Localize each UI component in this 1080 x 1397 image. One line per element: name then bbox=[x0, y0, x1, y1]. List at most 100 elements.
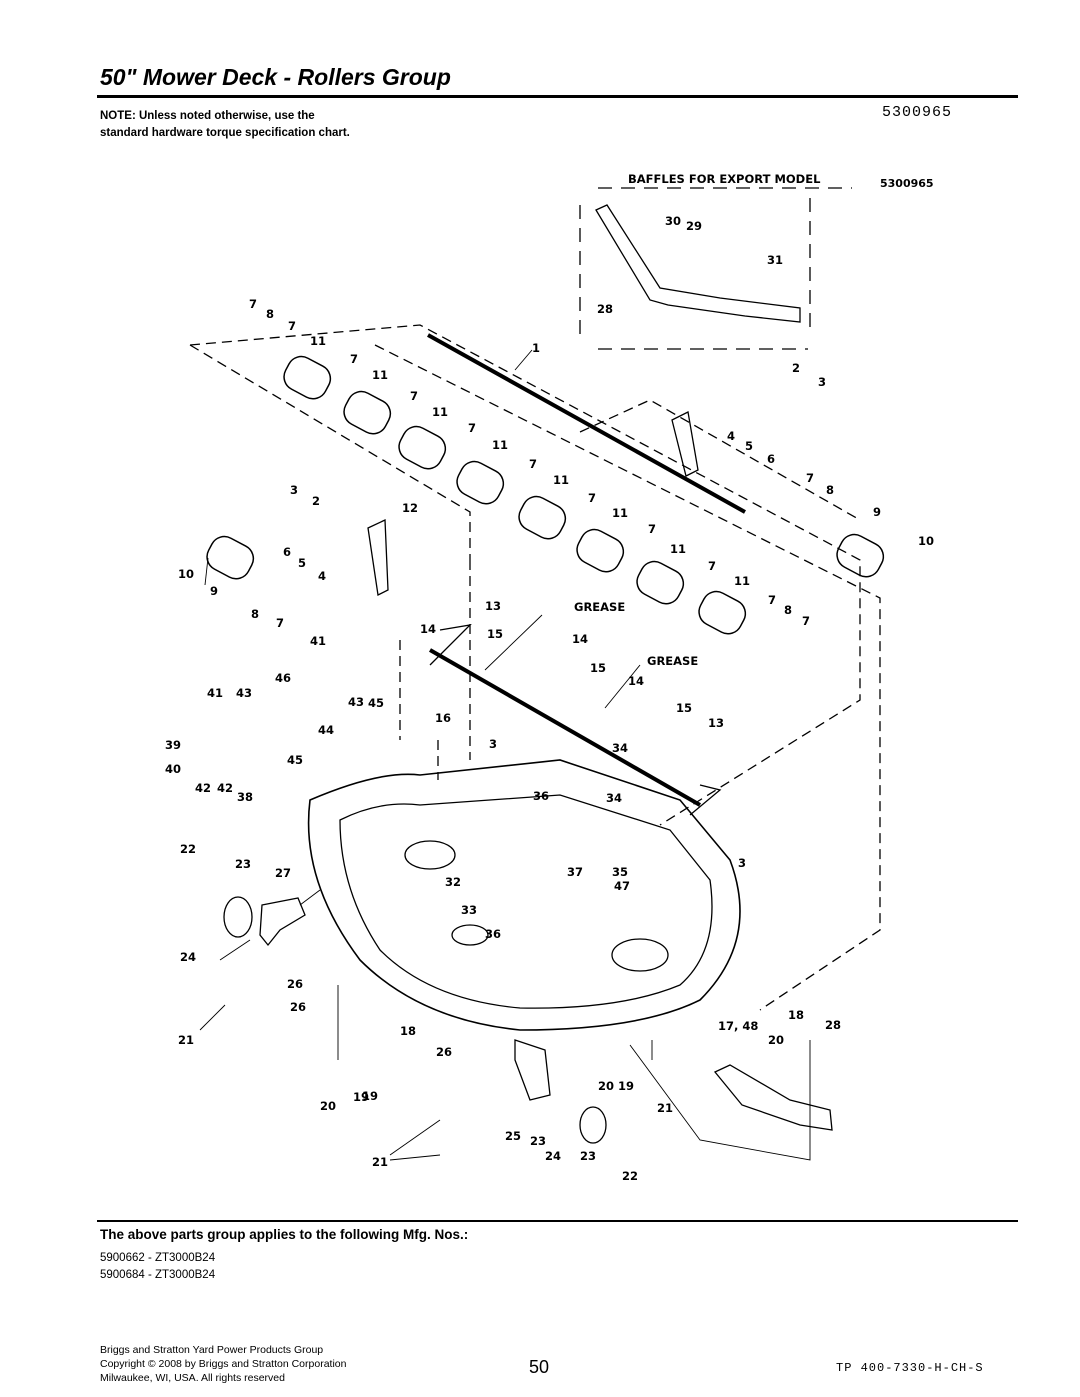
svg-text:14: 14 bbox=[572, 632, 588, 646]
svg-text:9: 9 bbox=[873, 505, 881, 519]
inset-frame bbox=[579, 187, 852, 350]
roller-shaft bbox=[427, 333, 746, 514]
svg-text:5: 5 bbox=[745, 439, 753, 453]
svg-text:44: 44 bbox=[318, 723, 334, 737]
svg-text:12: 12 bbox=[402, 501, 418, 515]
svg-text:6: 6 bbox=[767, 452, 775, 466]
footer-location: Milwaukee, WI, USA. All rights reserved bbox=[100, 1372, 285, 1384]
parts-diagram: BAFFLES FOR EXPORT MODEL 5300965 30 29 3… bbox=[165, 172, 934, 1183]
svg-text:3: 3 bbox=[489, 737, 497, 751]
svg-text:24: 24 bbox=[180, 950, 196, 964]
svg-text:40: 40 bbox=[165, 762, 181, 776]
svg-text:11: 11 bbox=[492, 438, 508, 452]
grease-labels: GREASE GREASE bbox=[574, 600, 698, 668]
svg-text:2: 2 bbox=[312, 494, 320, 508]
svg-text:1: 1 bbox=[532, 341, 540, 355]
svg-text:7: 7 bbox=[350, 352, 358, 366]
svg-text:4: 4 bbox=[318, 569, 326, 583]
rollers bbox=[206, 355, 885, 635]
page-title: 50" Mower Deck - Rollers Group bbox=[100, 64, 451, 90]
svg-text:36: 36 bbox=[485, 927, 501, 941]
svg-text:7: 7 bbox=[588, 491, 596, 505]
svg-text:15: 15 bbox=[487, 627, 503, 641]
svg-text:28: 28 bbox=[597, 302, 613, 316]
svg-text:25: 25 bbox=[505, 1129, 521, 1143]
svg-text:45: 45 bbox=[368, 696, 384, 710]
svg-text:19: 19 bbox=[618, 1079, 634, 1093]
svg-text:26: 26 bbox=[287, 977, 303, 991]
svg-text:38: 38 bbox=[237, 790, 253, 804]
doc-number: 5300965 bbox=[882, 104, 953, 121]
svg-text:16: 16 bbox=[435, 711, 451, 725]
svg-text:7: 7 bbox=[708, 559, 716, 573]
callout-labels: 1 2 3 4 5 6 7 8 9 10 11 12 13 14 15 16 1… bbox=[165, 334, 934, 1143]
svg-text:34: 34 bbox=[612, 741, 628, 755]
svg-text:3: 3 bbox=[290, 483, 298, 497]
title-rule bbox=[97, 95, 1018, 98]
left-bracket bbox=[367, 518, 389, 596]
svg-text:23: 23 bbox=[580, 1149, 596, 1163]
wheel-left bbox=[223, 896, 253, 938]
svg-text:8: 8 bbox=[784, 603, 792, 617]
svg-text:26: 26 bbox=[436, 1045, 452, 1059]
svg-text:42: 42 bbox=[217, 781, 233, 795]
mfg-item: 5900684 - ZT3000B24 bbox=[100, 1269, 216, 1281]
svg-text:23: 23 bbox=[235, 857, 251, 871]
svg-text:31: 31 bbox=[767, 253, 783, 267]
svg-text:6: 6 bbox=[283, 545, 291, 559]
footer-info: Briggs and Stratton Yard Power Products … bbox=[100, 1343, 346, 1385]
svg-text:47: 47 bbox=[614, 879, 630, 893]
svg-text:21: 21 bbox=[178, 1033, 194, 1047]
svg-text:23: 23 bbox=[530, 1134, 546, 1148]
page-number: 50 bbox=[529, 1357, 550, 1377]
doc-code: TP 400-7330-H-CH-S bbox=[836, 1361, 984, 1375]
applies-heading: The above parts group applies to the fol… bbox=[100, 1227, 469, 1242]
right-bracket bbox=[671, 411, 699, 477]
mower-deck bbox=[307, 759, 741, 1031]
deck-frame bbox=[189, 324, 881, 1011]
svg-text:7: 7 bbox=[529, 457, 537, 471]
svg-text:GREASE: GREASE bbox=[574, 600, 625, 614]
footer-company: Briggs and Stratton Yard Power Products … bbox=[100, 1344, 324, 1356]
svg-text:20: 20 bbox=[768, 1033, 784, 1047]
svg-text:11: 11 bbox=[372, 368, 388, 382]
svg-text:11: 11 bbox=[734, 574, 750, 588]
svg-text:GREASE: GREASE bbox=[647, 654, 698, 668]
svg-text:29: 29 bbox=[686, 219, 702, 233]
svg-text:41: 41 bbox=[207, 686, 223, 700]
svg-text:8: 8 bbox=[826, 483, 834, 497]
svg-text:3: 3 bbox=[738, 856, 746, 870]
svg-text:27: 27 bbox=[275, 866, 291, 880]
svg-text:7: 7 bbox=[768, 593, 776, 607]
svg-text:2: 2 bbox=[792, 361, 800, 375]
svg-text:41: 41 bbox=[310, 634, 326, 648]
svg-text:19: 19 bbox=[362, 1089, 378, 1103]
svg-text:7: 7 bbox=[468, 421, 476, 435]
svg-text:7: 7 bbox=[806, 471, 814, 485]
svg-text:43: 43 bbox=[236, 686, 252, 700]
svg-text:11: 11 bbox=[612, 506, 628, 520]
svg-text:11: 11 bbox=[670, 542, 686, 556]
torque-note: NOTE: Unless noted otherwise, use the st… bbox=[100, 110, 350, 139]
svg-text:42: 42 bbox=[195, 781, 211, 795]
svg-text:18: 18 bbox=[788, 1008, 804, 1022]
svg-text:7: 7 bbox=[410, 389, 418, 403]
svg-text:17, 48: 17, 48 bbox=[718, 1019, 758, 1033]
svg-text:19: 19 bbox=[353, 1090, 369, 1104]
svg-text:22: 22 bbox=[622, 1169, 638, 1183]
svg-text:34: 34 bbox=[606, 791, 622, 805]
mfg-item: 5900662 - ZT3000B24 bbox=[100, 1252, 216, 1264]
svg-text:15: 15 bbox=[590, 661, 606, 675]
svg-text:11: 11 bbox=[553, 473, 569, 487]
svg-text:30: 30 bbox=[665, 214, 681, 228]
svg-text:36: 36 bbox=[533, 789, 549, 803]
svg-text:9: 9 bbox=[210, 584, 218, 598]
svg-text:7: 7 bbox=[288, 319, 296, 333]
mfg-list: 5900662 - ZT3000B24 5900684 - ZT3000B24 bbox=[100, 1250, 215, 1284]
svg-text:7: 7 bbox=[276, 616, 284, 630]
inset-ref: 5300965 bbox=[880, 177, 934, 190]
inset-title: BAFFLES FOR EXPORT MODEL bbox=[628, 172, 821, 186]
svg-text:20: 20 bbox=[598, 1079, 614, 1093]
svg-text:20: 20 bbox=[320, 1099, 336, 1113]
